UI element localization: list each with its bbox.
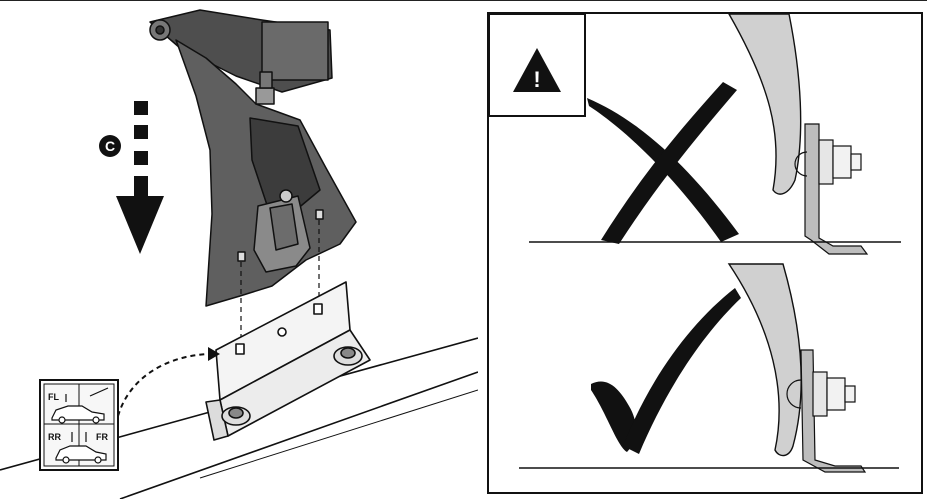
installation-comparison-panel: !: [487, 12, 923, 494]
car-top-icon: [51, 387, 109, 424]
assembly-illustration: C: [0, 9, 478, 499]
top-border: [0, 0, 927, 1]
step-label: C: [105, 138, 115, 154]
assembly-drawing: C: [0, 9, 478, 499]
legend-front-right: FR: [96, 432, 108, 442]
warning-symbol: !: [533, 67, 540, 92]
check-mark-icon: [591, 288, 741, 454]
comparison-drawing: !: [489, 14, 901, 473]
warning-triangle-icon: !: [513, 48, 561, 92]
car-bottom-icon: [55, 432, 107, 464]
step-badge: C: [99, 135, 121, 157]
warning-box: !: [489, 14, 586, 117]
correct-installation-scene: [519, 263, 899, 473]
rack-foot: [149, 9, 357, 307]
mounting-bracket: [205, 281, 371, 441]
wrong-installation-scene: [529, 14, 901, 255]
position-pointer-arrow: [117, 353, 209, 417]
cross-mark-icon: [587, 82, 739, 244]
legend-front-left: FL: [48, 392, 59, 402]
position-legend: FL RR FR: [39, 379, 119, 471]
arrow-head-icon: [208, 347, 220, 361]
down-arrow-icon: [116, 101, 164, 254]
legend-rear-right: RR: [48, 432, 61, 442]
